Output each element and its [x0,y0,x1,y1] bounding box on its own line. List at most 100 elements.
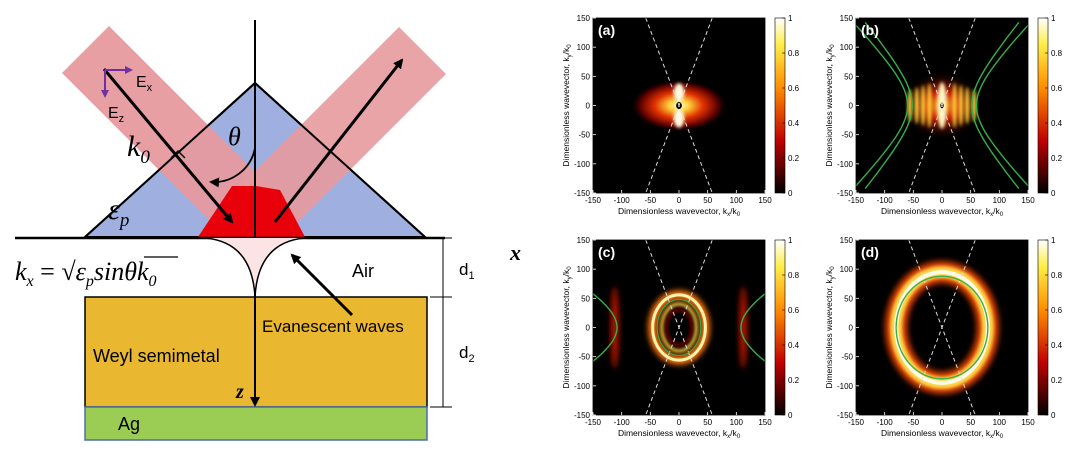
colorbar-tick-label: 1 [788,14,793,23]
label-ag: Ag [118,414,140,434]
colorbar-tick-label: 1 [788,236,793,245]
fringe [952,83,957,128]
x-tick-label: -50 [645,418,657,427]
light-cone-line [645,240,713,415]
hyperbola-branch [971,21,1020,190]
colorbar-tick-label: 0.6 [1051,84,1063,93]
x-tick-label: -150 [848,196,865,205]
incident-arrow [102,68,234,224]
x-axis-label: Dimensionless wavevector, kx/k0 [881,206,1004,218]
y-tick-label: 150 [577,14,591,23]
label-air: Air [352,261,374,281]
colorbar-tick-label: 0.6 [1051,306,1063,315]
x-tick-label: -50 [908,418,920,427]
y-tick-label: -150 [837,189,854,198]
x-axis-label: Dimensionless wavevector, kx/k0 [618,428,741,440]
y-axis-label: Dimensionless wavevector, ky/k0 [824,266,836,389]
bright-spot-lower [673,109,685,128]
panel-label: (b) [861,22,879,38]
colorbar-tick-label: 0.2 [788,376,800,385]
panel-label: (a) [598,22,615,38]
right-angle-mark [170,149,186,159]
x-axis-label: Dimensionless wavevector, kx/k0 [618,206,741,218]
x-tick-label: -150 [848,418,865,427]
y-tick-label: 0 [586,102,591,111]
interface-hotspot [198,186,305,237]
colorbar-tick-label: 0.8 [1051,49,1063,58]
y-tick-label: 50 [844,294,853,303]
y-tick-label: -150 [574,189,591,198]
x-tick-label: 0 [677,418,682,427]
colorbar-tick-label: 1 [1051,236,1056,245]
x-tick-label: -100 [877,418,894,427]
hyperbola-branch [740,292,765,363]
heat-features [885,240,999,415]
light-cone-line [908,240,976,415]
colorbar [774,17,786,194]
label-ez: Ez [108,105,124,125]
y-tick-label: -100 [837,160,854,169]
reflected-beam [231,27,446,241]
colorbar-tick-label: 0 [1051,189,1056,198]
colorbar-tick-label: 0 [788,411,793,420]
x-tick-label: 150 [1021,418,1035,427]
evanescent-cusp [204,237,306,298]
label-evanescent: Evanescent waves [262,317,404,336]
y-axis-label: Dimensionless wavevector, ky/k0 [824,44,836,167]
x-tick-label: -50 [908,196,920,205]
evanescent-arrow [290,253,354,317]
x-tick-label: 100 [730,196,744,205]
colorbar-tick-label: 0.8 [1051,271,1063,280]
y-tick-label: -100 [574,160,591,169]
fringe [958,85,964,126]
y-tick-label: 100 [840,265,854,274]
label-axis-x: x [509,240,521,265]
heat-features [630,18,728,193]
light-cone-line [908,18,976,193]
y-tick-label: 150 [577,236,591,245]
x-tick-label: 150 [758,196,772,205]
y-tick-label: 50 [581,294,590,303]
x-tick-label: -150 [585,418,602,427]
incident-beam [62,26,278,242]
outer-ring [651,293,707,362]
label-k0: k0 [127,130,150,168]
y-tick-label: -100 [574,382,591,391]
x-axis-label: Dimensionless wavevector, kx/k0 [881,428,1004,440]
x-tick-label: -100 [614,418,631,427]
colorbar-tick-label: 1 [1051,14,1056,23]
colorbar [774,239,786,416]
colorbar-tick-label: 0.6 [788,84,800,93]
schematic-diagram: Ex Ez k0 θ εp x z kx = √εpsinθk0 Air Eva… [15,20,521,441]
innermost-ring [665,309,693,346]
x-tick-label: 150 [1021,196,1035,205]
colorbar-tick-label: 0.8 [788,49,800,58]
colorbar-tick-label: 0.6 [788,306,800,315]
x-tick-label: 100 [730,418,744,427]
light-cone-line [645,18,713,193]
colorbar-tick-label: 0.4 [788,341,800,350]
x-tick-label: 100 [993,196,1007,205]
y-tick-label: -50 [578,131,590,140]
fringe [920,85,926,126]
heat-features [593,240,765,415]
label-theta: θ [228,122,241,151]
y-axis-label: Dimensionless wavevector, ky/k0 [561,44,573,167]
x-tick-label: 50 [703,418,712,427]
colorbar-tick-label: 0.4 [1051,119,1063,128]
label-weyl: Weyl semimetal [93,346,220,366]
kx-equation: kx = √εpsinθk0 [15,257,157,290]
colorbar-tick-label: 0 [1051,411,1056,420]
colorbar [1037,17,1049,194]
y-tick-label: 50 [844,72,853,81]
reflected-arrow [273,58,404,223]
inner-ring [660,302,698,353]
x-tick-label: -150 [585,196,602,205]
x-tick-label: 50 [966,196,975,205]
colorbar-tick-label: 0.4 [1051,341,1063,350]
side-band-right [739,286,748,369]
